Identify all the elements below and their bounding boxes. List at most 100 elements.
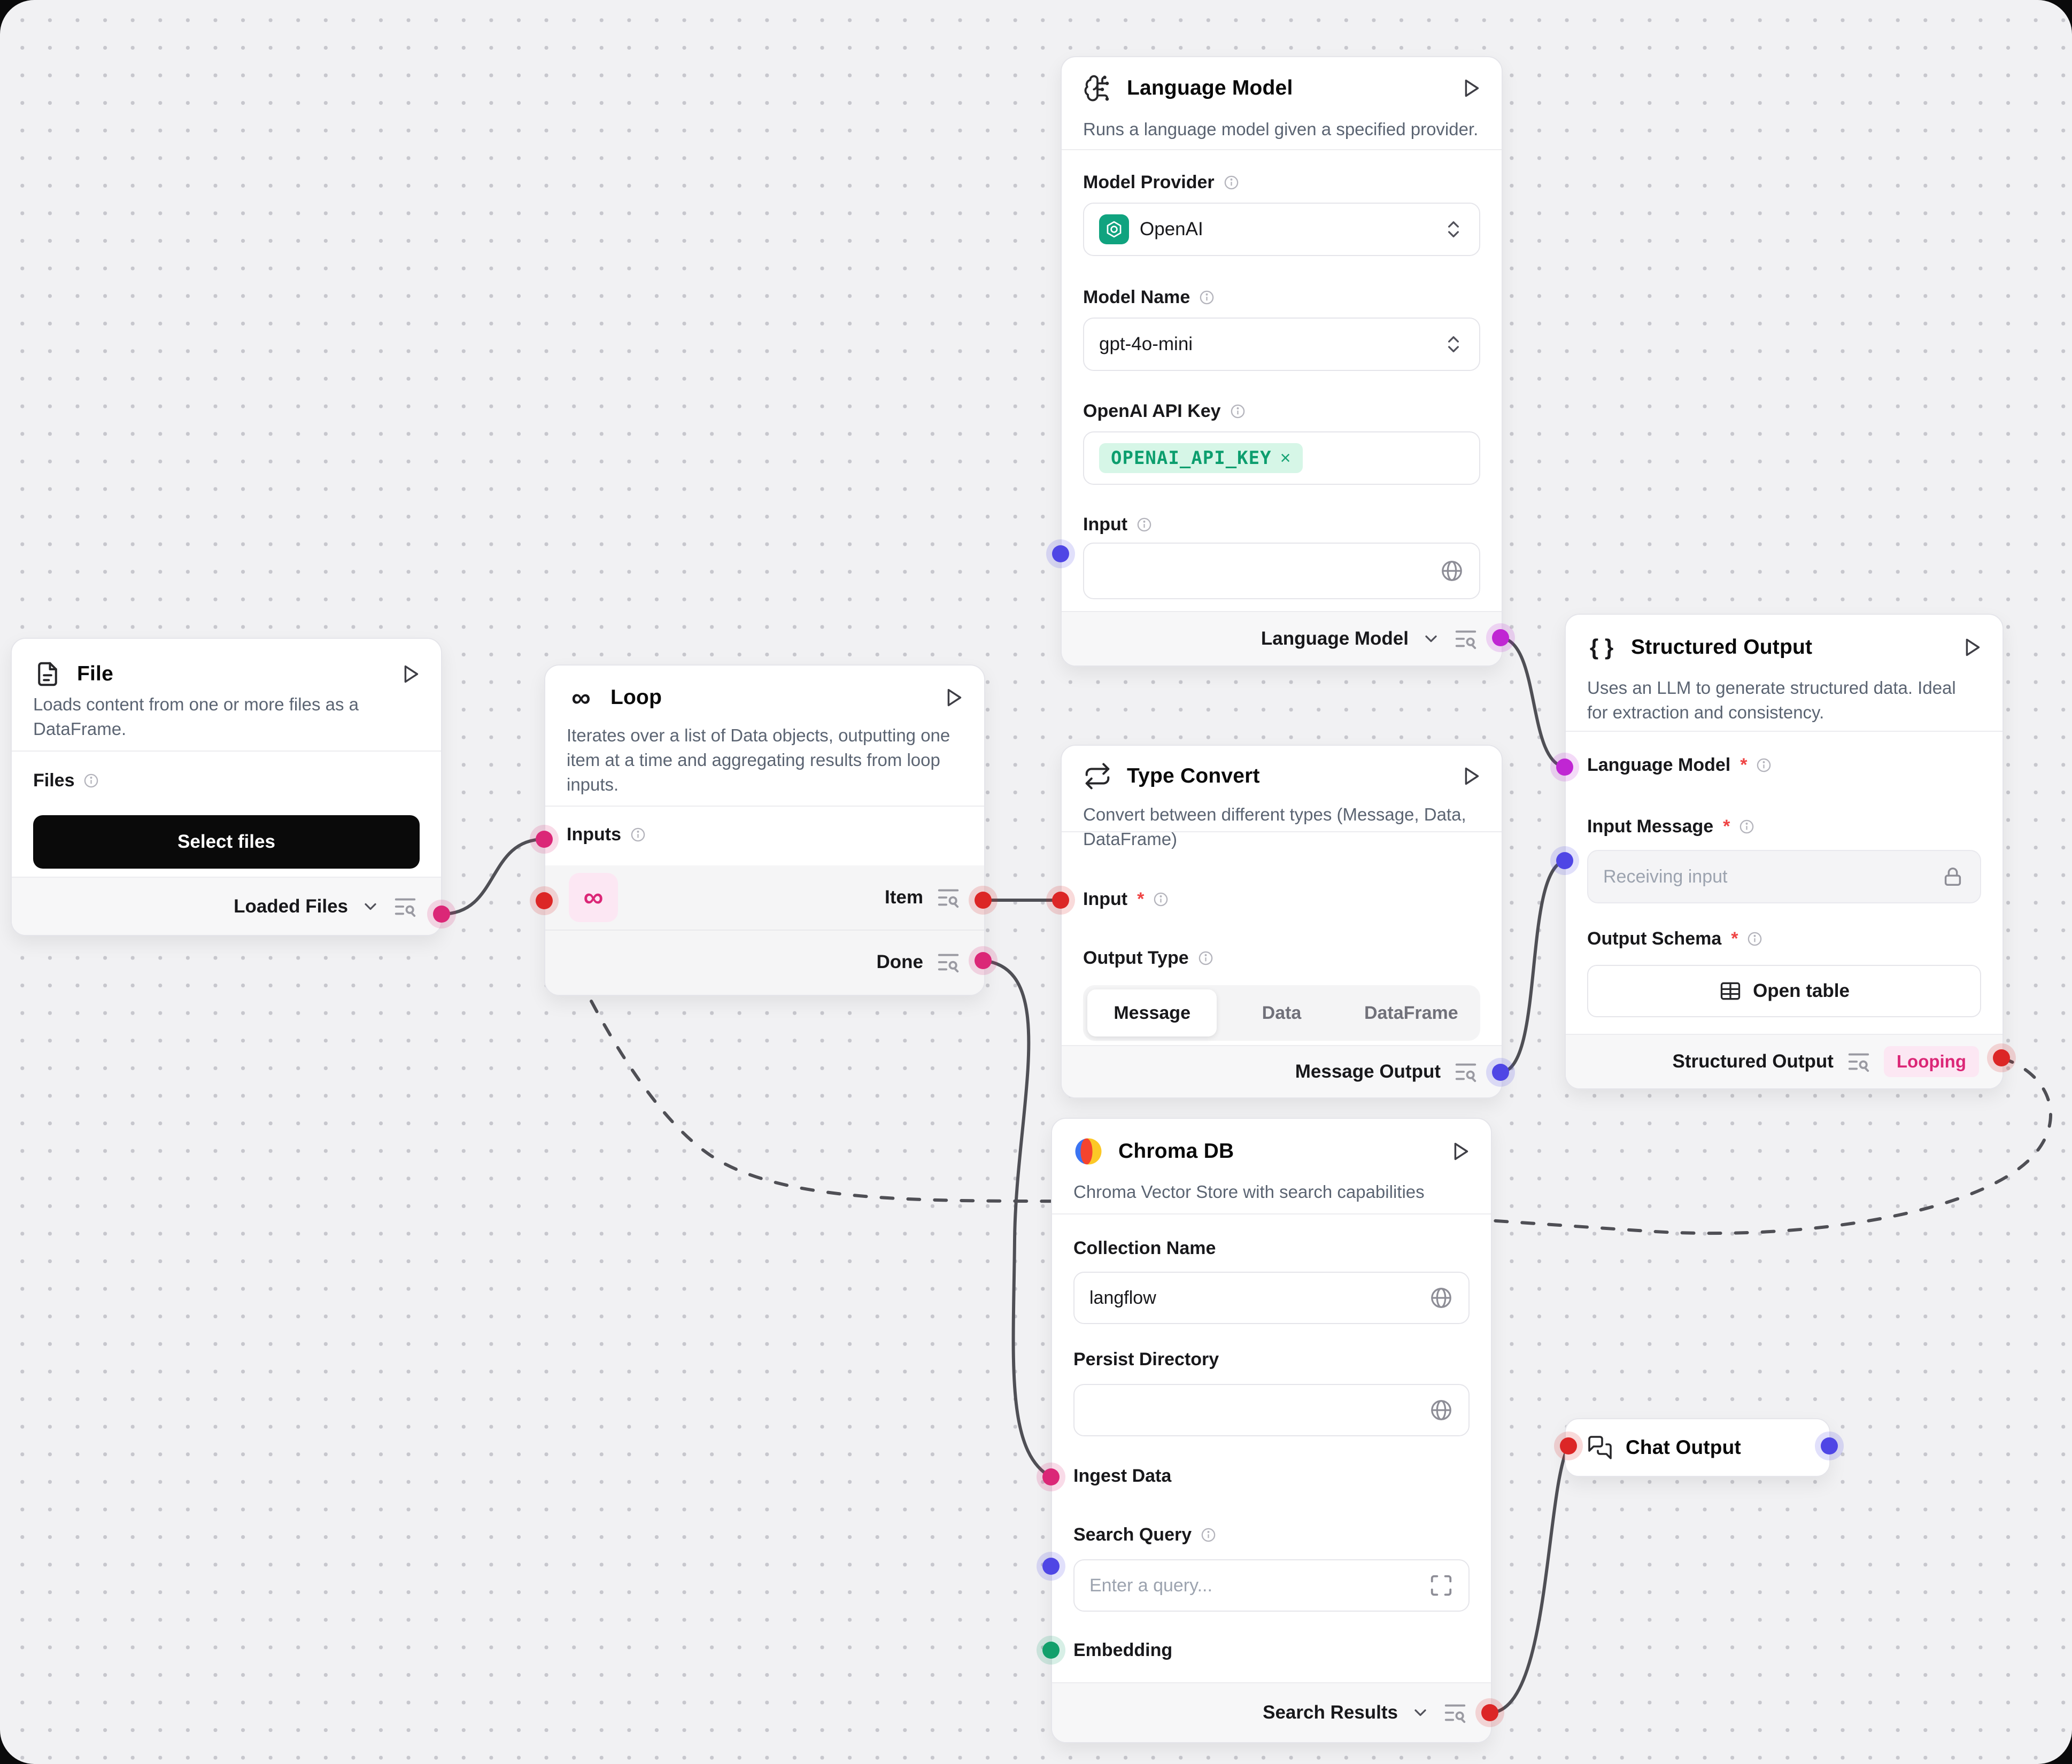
node-chat-output[interactable]: Chat Output — [1565, 1418, 1830, 1477]
inspect-output-icon[interactable] — [1454, 626, 1478, 651]
node-title: File — [77, 662, 113, 685]
port-structured-output-language-model[interactable] — [1556, 759, 1573, 776]
api-key-chip: OPENAI_API_KEY × — [1099, 443, 1303, 473]
port-chat-output-output[interactable] — [1821, 1437, 1838, 1454]
node-language-model[interactable]: Language Model Runs a language model giv… — [1061, 56, 1503, 667]
inputs-field-label: Inputs — [567, 824, 621, 845]
node-description: Runs a language model given a specified … — [1083, 119, 1479, 139]
info-icon[interactable] — [1230, 403, 1246, 420]
chevrons-up-down-icon — [1443, 219, 1464, 240]
info-icon[interactable] — [1153, 891, 1169, 908]
port-chroma-search-query[interactable] — [1042, 1558, 1060, 1575]
node-chroma-db[interactable]: Chroma DB Chroma Vector Store with searc… — [1051, 1118, 1492, 1743]
chevron-down-icon[interactable] — [1411, 1703, 1430, 1722]
search-query-input[interactable] — [1089, 1575, 1418, 1596]
openai-logo — [1099, 214, 1129, 244]
api-key-field[interactable]: OPENAI_API_KEY × — [1083, 431, 1480, 485]
run-node-button[interactable] — [941, 685, 966, 710]
node-title: Chat Output — [1626, 1436, 1741, 1458]
input-message-label: Input Message — [1587, 816, 1714, 837]
collection-name-input[interactable] — [1089, 1287, 1418, 1309]
port-language-model-input[interactable] — [1052, 545, 1069, 562]
persist-directory-label: Persist Directory — [1073, 1349, 1219, 1370]
port-chroma-ingest-data[interactable] — [1042, 1468, 1060, 1486]
output-type-option-data[interactable]: Data — [1262, 1002, 1302, 1023]
persist-directory-input[interactable] — [1089, 1399, 1418, 1421]
port-loop-item-output[interactable] — [975, 892, 992, 909]
node-description: Uses an LLM to generate structured data.… — [1587, 678, 1956, 722]
globe-icon[interactable] — [1429, 1286, 1454, 1310]
persist-directory-field[interactable] — [1073, 1384, 1470, 1436]
info-icon[interactable] — [83, 772, 99, 789]
info-icon[interactable] — [1199, 289, 1215, 306]
node-loop[interactable]: ∞ Loop Iterates over a list of Data obje… — [544, 664, 985, 996]
node-file[interactable]: File Loads content from one or more file… — [11, 638, 442, 936]
globe-icon[interactable] — [1429, 1398, 1454, 1422]
model-name-select[interactable]: gpt-4o-mini — [1083, 318, 1480, 371]
item-output-label: Item — [885, 887, 923, 908]
ingest-data-label: Ingest Data — [1073, 1465, 1172, 1486]
brain-circuit-icon — [1083, 74, 1112, 103]
port-loop-inputs[interactable] — [536, 831, 553, 848]
chevron-down-icon[interactable] — [1421, 629, 1441, 648]
collection-name-label: Collection Name — [1073, 1237, 1216, 1258]
info-icon[interactable] — [1136, 516, 1153, 533]
run-node-button[interactable] — [1960, 635, 1984, 660]
input-message-field: Receiving input — [1587, 850, 1981, 903]
output-type-option-message[interactable]: Message — [1087, 989, 1217, 1036]
lock-icon — [1940, 864, 1965, 889]
search-query-field[interactable] — [1073, 1559, 1470, 1612]
collection-name-field[interactable] — [1073, 1272, 1470, 1324]
port-loop-loopback-input[interactable] — [536, 892, 553, 909]
info-icon[interactable] — [1738, 818, 1755, 835]
port-structured-output-input-message[interactable] — [1556, 852, 1573, 869]
chroma-logo — [1073, 1136, 1103, 1166]
inspect-output-icon[interactable] — [936, 885, 961, 910]
port-message-output[interactable] — [1492, 1064, 1509, 1081]
port-chroma-embedding[interactable] — [1042, 1642, 1060, 1659]
remove-chip-icon[interactable]: × — [1280, 447, 1292, 468]
run-node-button[interactable] — [1459, 76, 1483, 100]
port-language-model-output[interactable] — [1492, 629, 1509, 646]
port-chat-output-input[interactable] — [1560, 1437, 1577, 1454]
language-model-field-label: Language Model — [1587, 754, 1731, 775]
inspect-output-icon[interactable] — [1454, 1059, 1478, 1084]
info-icon[interactable] — [1197, 950, 1214, 966]
inspect-output-icon[interactable] — [936, 950, 961, 974]
info-icon[interactable] — [1223, 174, 1240, 191]
output-type-option-dataframe[interactable]: DataFrame — [1364, 1002, 1458, 1023]
globe-icon[interactable] — [1440, 559, 1464, 583]
port-type-convert-input[interactable] — [1052, 892, 1069, 909]
inspect-output-icon[interactable] — [1846, 1049, 1871, 1074]
inspect-output-icon[interactable] — [1443, 1700, 1467, 1725]
info-icon[interactable] — [1756, 757, 1772, 773]
model-provider-select[interactable]: OpenAI — [1083, 203, 1480, 256]
input-field-label: Input — [1083, 888, 1128, 909]
run-node-button[interactable] — [1448, 1139, 1473, 1164]
port-file-loaded-files-output[interactable] — [433, 906, 450, 923]
chevron-down-icon[interactable] — [361, 897, 380, 916]
info-icon[interactable] — [630, 826, 646, 843]
node-description: Chroma Vector Store with search capabili… — [1073, 1182, 1425, 1202]
port-loop-done-output[interactable] — [975, 952, 992, 969]
embedding-label: Embedding — [1073, 1639, 1173, 1660]
run-node-button[interactable] — [1459, 764, 1483, 788]
output-type-label: Output Type — [1083, 947, 1189, 968]
wire-looping-dashed — [543, 899, 2052, 1235]
input-textarea[interactable] — [1083, 543, 1480, 599]
looping-badge: Looping — [1883, 1046, 1979, 1077]
inspect-output-icon[interactable] — [393, 894, 418, 919]
info-icon[interactable] — [1746, 931, 1763, 947]
run-node-button[interactable] — [398, 662, 423, 686]
port-chroma-search-results-output[interactable] — [1481, 1704, 1498, 1721]
info-icon[interactable] — [1200, 1527, 1217, 1543]
select-files-button[interactable]: Select files — [33, 815, 420, 869]
node-title: Loop — [610, 686, 662, 709]
node-type-convert[interactable]: Type Convert Convert between different t… — [1061, 745, 1503, 1098]
expand-icon[interactable] — [1429, 1573, 1454, 1598]
open-table-button[interactable]: Open table — [1587, 965, 1981, 1017]
node-structured-output[interactable]: { } Structured Output Uses an LLM to gen… — [1565, 614, 2004, 1089]
port-structured-output-output[interactable] — [1993, 1049, 2010, 1066]
braces-icon: { } — [1589, 635, 1614, 660]
